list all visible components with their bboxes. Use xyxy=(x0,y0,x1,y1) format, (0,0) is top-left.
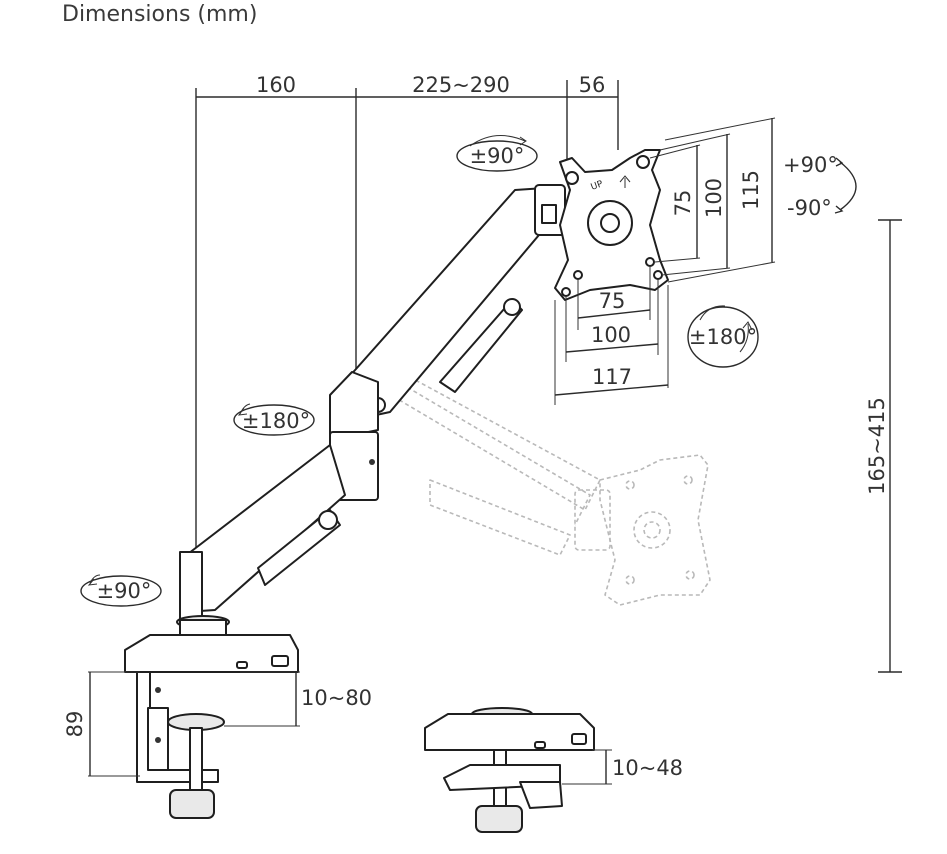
vesa-plate: UP xyxy=(554,149,669,301)
dim-clamp-height: 89 xyxy=(63,711,87,738)
vesa-vertical-dimensions: 75 100 115 xyxy=(649,117,776,283)
dim-arm-segment-2: 225~290 xyxy=(412,73,510,97)
page-title: Dimensions (mm) xyxy=(62,2,258,27)
rotation-arrow-icon xyxy=(87,574,101,586)
dim-plate-width: 117 xyxy=(592,365,632,389)
rotation-base-swivel-label: ±90° xyxy=(97,579,152,603)
dim-height-range: 165~415 xyxy=(865,397,889,495)
dim-clamp-range: 10~80 xyxy=(301,686,372,710)
rotation-head-rotate: +90° -90° xyxy=(783,153,857,220)
upper-arm xyxy=(347,184,566,419)
dim-arm-segment-1: 160 xyxy=(256,73,296,97)
up-arrow-icon xyxy=(619,175,631,188)
dim-vesa-75-vertical: 75 xyxy=(671,190,695,217)
rotation-base-swivel: ±90° xyxy=(80,574,162,607)
height-range-dimension: 165~415 xyxy=(865,219,902,673)
rotation-minus-label: -90° xyxy=(787,196,832,220)
dim-head-depth: 56 xyxy=(579,73,606,97)
desk-base xyxy=(124,551,299,673)
lower-arm xyxy=(179,444,346,613)
ghost-arm xyxy=(351,361,711,606)
rotation-elbow-swivel: ±180° xyxy=(233,403,315,436)
vesa-horizontal-dimensions: 75 100 117 xyxy=(554,266,669,405)
dim-plate-height: 115 xyxy=(739,170,763,210)
rotation-arrow-icon xyxy=(469,135,527,147)
rotation-head-tilt-label: ±90° xyxy=(470,144,525,168)
dim-vesa-100-vertical: 100 xyxy=(702,178,726,218)
rotation-elbow-swivel-label: ±180° xyxy=(242,409,310,433)
dim-vesa-100-horizontal: 100 xyxy=(591,323,631,347)
rotation-head-swivel: ±180° xyxy=(687,305,759,368)
rotation-arrow-icon xyxy=(699,305,753,353)
rotation-plus-label: +90° xyxy=(783,153,838,177)
c-clamp xyxy=(136,671,225,819)
grommet-mount xyxy=(424,707,595,833)
rotation-head-swivel-label: ±180° xyxy=(689,325,757,349)
clamp-dimensions: 89 10~80 xyxy=(63,671,372,777)
grommet-dimension: 10~48 xyxy=(562,749,683,785)
dim-grommet-range: 10~48 xyxy=(612,756,683,780)
rotation-head-tilt: ±90° xyxy=(456,135,538,172)
plate-up-label: UP xyxy=(590,179,605,193)
rotation-arrow-icon xyxy=(237,403,251,416)
rotation-arrow-icon xyxy=(834,157,857,214)
top-dimensions: 160 225~290 56 xyxy=(195,73,619,560)
dim-vesa-75-horizontal: 75 xyxy=(599,289,626,313)
